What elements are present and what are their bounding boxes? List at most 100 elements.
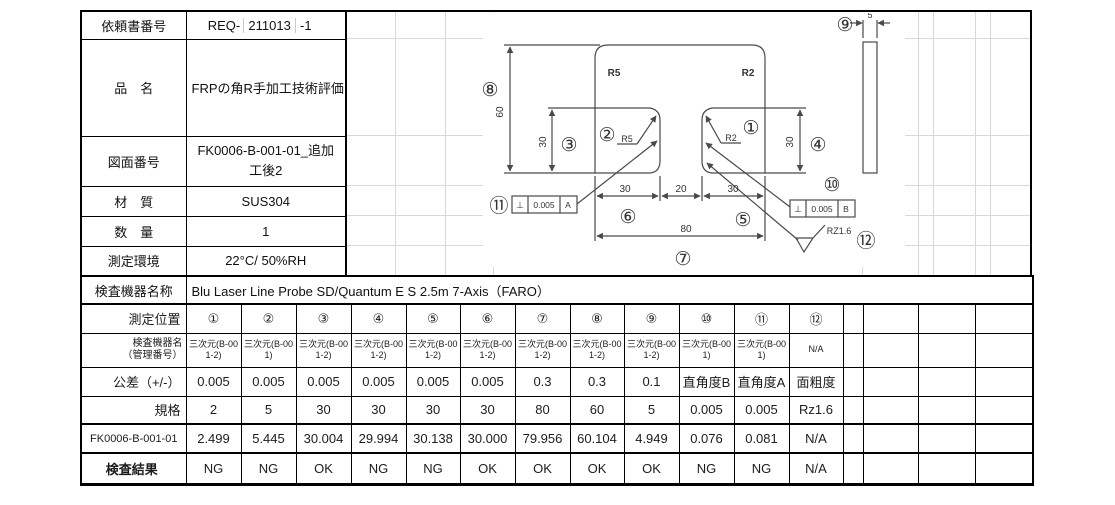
tolerance-empty-2[interactable] — [862, 366, 919, 397]
measure-position-c3[interactable]: ③ — [295, 303, 352, 334]
measured-value-c12[interactable]: N/A — [788, 423, 844, 454]
standard-label[interactable]: 規格 — [80, 395, 187, 425]
inspection-result-c7[interactable]: OK — [514, 452, 571, 485]
equipment-id-c9[interactable]: 三次元(B-001-2) — [623, 332, 680, 368]
standard-empty-2[interactable] — [862, 395, 919, 425]
environment-label[interactable]: 測定環境 — [80, 245, 187, 277]
measure-position-c10[interactable]: ⑩ — [678, 303, 735, 334]
measure-position-c4[interactable]: ④ — [350, 303, 407, 334]
request-no-value[interactable]: REQ- 211013 -1 — [185, 10, 347, 40]
standard-c9[interactable]: 5 — [623, 395, 680, 425]
measured-value-c3[interactable]: 30.004 — [295, 423, 352, 454]
equipment-id-c1[interactable]: 三次元(B-001-2) — [185, 332, 242, 368]
material-value[interactable]: SUS304 — [185, 185, 347, 217]
equipment-id-c8[interactable]: 三次元(B-001-2) — [569, 332, 625, 368]
equipment-id-empty-4[interactable] — [974, 332, 1034, 368]
tolerance-c6[interactable]: 0.005 — [459, 366, 516, 397]
standard-c10[interactable]: 0.005 — [678, 395, 735, 425]
inspection-result-empty-4[interactable] — [974, 452, 1034, 485]
equipment-id-c5[interactable]: 三次元(B-001-2) — [405, 332, 461, 368]
measured-value-empty-3[interactable] — [917, 423, 976, 454]
product-name-label[interactable]: 品 名 — [80, 38, 187, 137]
product-name-value[interactable]: FRPの角R手加工技術評価 — [185, 38, 347, 137]
inspection-result-empty-1[interactable] — [842, 452, 864, 485]
standard-c7[interactable]: 80 — [514, 395, 571, 425]
measure-position-empty-1[interactable] — [842, 303, 864, 334]
inspection-result-c6[interactable]: OK — [459, 452, 516, 485]
equipment-id-c12[interactable]: N/A — [788, 332, 844, 368]
standard-c3[interactable]: 30 — [295, 395, 352, 425]
quantity-value[interactable]: 1 — [185, 215, 347, 247]
tolerance-c1[interactable]: 0.005 — [185, 366, 242, 397]
measured-value-c5[interactable]: 30.138 — [405, 423, 461, 454]
tolerance-c3[interactable]: 0.005 — [295, 366, 352, 397]
measured-value-c4[interactable]: 29.994 — [350, 423, 407, 454]
standard-c6[interactable]: 30 — [459, 395, 516, 425]
measure-position-c6[interactable]: ⑥ — [459, 303, 516, 334]
tolerance-c10[interactable]: 直角度B — [678, 366, 735, 397]
drawing-no-label[interactable]: 図面番号 — [80, 135, 187, 187]
equipment-id-empty-2[interactable] — [862, 332, 919, 368]
standard-c12[interactable]: Rz1.6 — [788, 395, 844, 425]
drawing-no-value[interactable]: FK0006-B-001-01_追加工後2 — [185, 135, 347, 187]
measured-value-c2[interactable]: 5.445 — [240, 423, 297, 454]
measure-position-empty-3[interactable] — [917, 303, 976, 334]
request-no-prefix[interactable]: REQ- — [207, 17, 241, 33]
inspection-result-c1[interactable]: NG — [185, 452, 242, 485]
inspection-result-c5[interactable]: NG — [405, 452, 461, 485]
equipment-id-empty-3[interactable] — [917, 332, 976, 368]
standard-c2[interactable]: 5 — [240, 395, 297, 425]
measured-value-label[interactable]: FK0006-B-001-01 — [80, 423, 187, 454]
standard-c8[interactable]: 60 — [569, 395, 625, 425]
measure-position-empty-2[interactable] — [862, 303, 919, 334]
measured-value-empty-1[interactable] — [842, 423, 864, 454]
inspection-result-empty-3[interactable] — [917, 452, 976, 485]
measured-value-c8[interactable]: 60.104 — [569, 423, 625, 454]
standard-empty-1[interactable] — [842, 395, 864, 425]
measure-position-c8[interactable]: ⑧ — [569, 303, 625, 334]
standard-c5[interactable]: 30 — [405, 395, 461, 425]
inspection-result-c4[interactable]: NG — [350, 452, 407, 485]
measured-value-empty-4[interactable] — [974, 423, 1034, 454]
equipment-id-c11[interactable]: 三次元(B-001) — [733, 332, 790, 368]
tolerance-empty-1[interactable] — [842, 366, 864, 397]
measured-value-empty-2[interactable] — [862, 423, 919, 454]
measured-value-c1[interactable]: 2.499 — [185, 423, 242, 454]
measured-value-c9[interactable]: 4.949 — [623, 423, 680, 454]
equipment-id-c10[interactable]: 三次元(B-001) — [678, 332, 735, 368]
inspection-result-c12[interactable]: N/A — [788, 452, 844, 485]
measure-position-c9[interactable]: ⑨ — [623, 303, 680, 334]
measure-position-c2[interactable]: ② — [240, 303, 297, 334]
tolerance-c4[interactable]: 0.005 — [350, 366, 407, 397]
equipment-id-c3[interactable]: 三次元(B-001-2) — [295, 332, 352, 368]
standard-empty-4[interactable] — [974, 395, 1034, 425]
tolerance-c8[interactable]: 0.3 — [569, 366, 625, 397]
request-no-suffix[interactable]: -1 — [300, 17, 312, 33]
equipment-id-c2[interactable]: 三次元(B-001) — [240, 332, 297, 368]
standard-empty-3[interactable] — [917, 395, 976, 425]
measure-position-c12[interactable]: ⑫ — [788, 303, 844, 334]
measure-position-c1[interactable]: ① — [185, 303, 242, 334]
tolerance-c5[interactable]: 0.005 — [405, 366, 461, 397]
inspection-result-c11[interactable]: NG — [733, 452, 790, 485]
equipment-id-c4[interactable]: 三次元(B-001-2) — [350, 332, 407, 368]
tolerance-c2[interactable]: 0.005 — [240, 366, 297, 397]
equipment-id-empty-1[interactable] — [842, 332, 864, 368]
tolerance-c11[interactable]: 直角度A — [733, 366, 790, 397]
tolerance-label[interactable]: 公差（+/-） — [80, 366, 187, 397]
quantity-label[interactable]: 数 量 — [80, 215, 187, 247]
measured-value-c7[interactable]: 79.956 — [514, 423, 571, 454]
inspection-result-c8[interactable]: OK — [569, 452, 625, 485]
inspection-result-c3[interactable]: OK — [295, 452, 352, 485]
measure-position-c11[interactable]: ⑪ — [733, 303, 790, 334]
standard-c1[interactable]: 2 — [185, 395, 242, 425]
tolerance-empty-3[interactable] — [917, 366, 976, 397]
measured-value-c10[interactable]: 0.076 — [678, 423, 735, 454]
request-no-number[interactable]: 211013 — [243, 17, 297, 33]
equipment-id-c7[interactable]: 三次元(B-001-2) — [514, 332, 571, 368]
tolerance-c12[interactable]: 面粗度 — [788, 366, 844, 397]
equipment-name-label[interactable]: 検査機器名称 — [80, 275, 187, 305]
measure-position-c7[interactable]: ⑦ — [514, 303, 571, 334]
measured-value-c6[interactable]: 30.000 — [459, 423, 516, 454]
equipment-id-c6[interactable]: 三次元(B-001-2) — [459, 332, 516, 368]
